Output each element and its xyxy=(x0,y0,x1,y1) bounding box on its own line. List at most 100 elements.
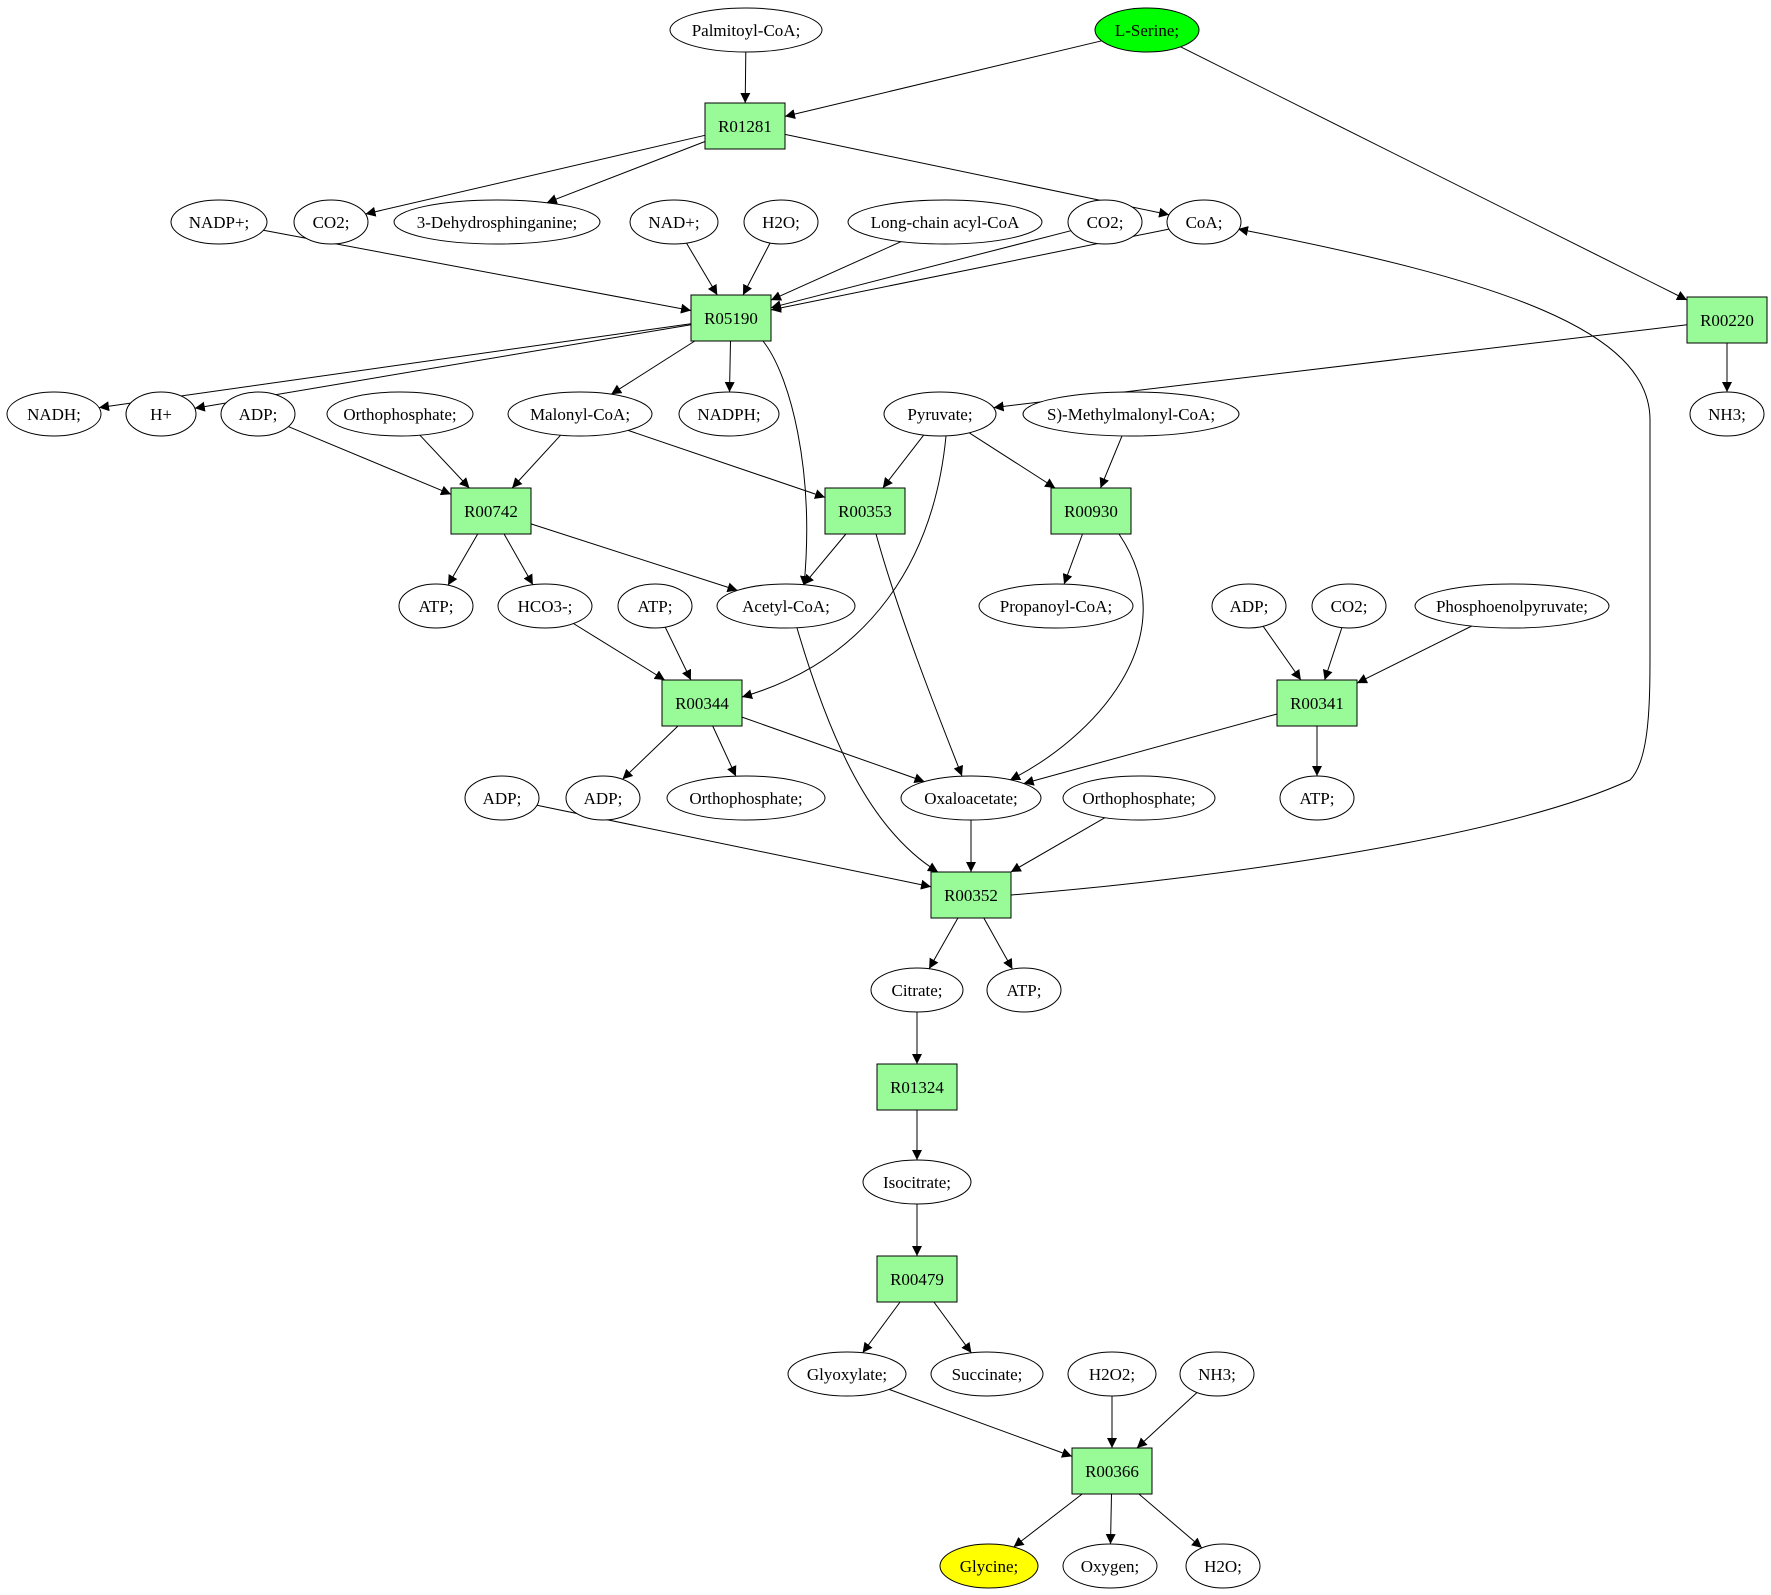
reaction-box xyxy=(704,102,786,150)
metabolite-node-pyruvate[interactable]: Pyruvate; xyxy=(883,391,997,437)
metabolite-node-dehydrosphinganine[interactable]: 3-Dehydrosphinganine; xyxy=(393,199,601,245)
metabolite-node-citrate[interactable]: Citrate; xyxy=(870,967,964,1013)
metabolite-node-malonyl_coa[interactable]: Malonyl-CoA; xyxy=(507,391,653,437)
metabolite-node-l_serine[interactable]: L-Serine; xyxy=(1094,7,1200,53)
edge-r05190-to-nadh xyxy=(98,323,692,412)
metabolite-ellipse xyxy=(900,775,1042,821)
metabolite-node-long_chain_acyl_coa[interactable]: Long-chain acyl-CoA xyxy=(847,199,1043,245)
metabolite-node-methylmalonyl_coa[interactable]: S)-Methylmalonyl-CoA; xyxy=(1022,391,1240,437)
metabolite-node-oxaloacetate[interactable]: Oxaloacetate; xyxy=(900,775,1042,821)
metabolite-node-h2o_a[interactable]: H2O; xyxy=(743,199,819,245)
reaction-box xyxy=(1071,1447,1153,1495)
metabolite-ellipse xyxy=(883,391,997,437)
metabolite-label: ATP; xyxy=(638,597,673,616)
reaction-node-r00341[interactable]: R00341 xyxy=(1276,679,1358,727)
metabolite-node-adp_c[interactable]: ADP; xyxy=(464,775,540,821)
metabolite-node-atp_b[interactable]: ATP; xyxy=(617,583,693,629)
metabolite-node-nad[interactable]: NAD+; xyxy=(629,199,719,245)
metabolite-node-hco3[interactable]: HCO3-; xyxy=(497,583,593,629)
reaction-label: R05190 xyxy=(704,309,758,328)
metabolite-label: Orthophosphate; xyxy=(1082,789,1195,808)
reaction-node-r05190[interactable]: R05190 xyxy=(690,294,772,342)
metabolite-ellipse xyxy=(1211,583,1287,629)
metabolite-label: H2O2; xyxy=(1089,1365,1135,1384)
metabolite-label: ATP; xyxy=(419,597,454,616)
metabolite-node-succinate[interactable]: Succinate; xyxy=(930,1351,1044,1397)
metabolite-label: Propanoyl-CoA; xyxy=(1000,597,1112,616)
metabolite-node-h2o2[interactable]: H2O2; xyxy=(1067,1351,1157,1397)
metabolite-node-acetyl_coa[interactable]: Acetyl-CoA; xyxy=(716,583,856,629)
metabolite-node-isocitrate[interactable]: Isocitrate; xyxy=(862,1159,972,1205)
metabolite-label: CO2; xyxy=(1087,213,1124,232)
metabolite-node-orthophosphate_b[interactable]: Orthophosphate; xyxy=(666,775,826,821)
edge-acetyl_coa-to-r00352 xyxy=(796,627,939,873)
edge-r01281-to-dehydrosphinganine xyxy=(546,141,706,204)
edge-r05190-to-h_plus xyxy=(194,324,692,412)
reaction-label: R00353 xyxy=(838,502,892,521)
metabolite-node-orthophosphate_c[interactable]: Orthophosphate; xyxy=(1062,775,1216,821)
metabolite-ellipse xyxy=(1185,1543,1261,1589)
metabolite-label: Succinate; xyxy=(952,1365,1023,1384)
metabolite-node-h2o_b[interactable]: H2O; xyxy=(1185,1543,1261,1589)
metabolite-label: 3-Dehydrosphinganine; xyxy=(417,213,578,232)
metabolite-node-nadp[interactable]: NADP+; xyxy=(170,199,268,245)
metabolite-node-coa[interactable]: CoA; xyxy=(1166,199,1242,245)
reaction-node-r01324[interactable]: R01324 xyxy=(876,1063,958,1111)
metabolite-label: ADP; xyxy=(584,789,623,808)
reaction-node-r00366[interactable]: R00366 xyxy=(1071,1447,1153,1495)
metabolite-label: NADP+; xyxy=(189,213,250,232)
edge-nh3_b-to-r00366 xyxy=(1136,1392,1198,1449)
reaction-node-r00742[interactable]: R00742 xyxy=(450,487,532,535)
metabolite-node-atp_d[interactable]: ATP; xyxy=(986,967,1062,1013)
metabolite-node-pep[interactable]: Phosphoenolpyruvate; xyxy=(1414,583,1610,629)
metabolite-node-nadh[interactable]: NADH; xyxy=(6,391,102,437)
edge-r00366-to-h2o_b xyxy=(1138,1493,1203,1549)
metabolite-node-palmitoyl_coa[interactable]: Palmitoyl-CoA; xyxy=(669,7,823,53)
metabolite-node-co2_a[interactable]: CO2; xyxy=(293,199,369,245)
metabolite-ellipse xyxy=(669,7,823,53)
metabolite-label: Pyruvate; xyxy=(907,405,972,424)
reaction-node-r00344[interactable]: R00344 xyxy=(661,679,743,727)
edge-long_chain_acyl_coa-to-r05190 xyxy=(770,241,902,301)
metabolite-node-nh3_b[interactable]: NH3; xyxy=(1179,1351,1255,1397)
metabolite-node-orthophosphate_a[interactable]: Orthophosphate; xyxy=(326,391,474,437)
metabolite-node-co2_b[interactable]: CO2; xyxy=(1067,199,1143,245)
metabolite-node-nadph[interactable]: NADPH; xyxy=(678,391,780,437)
reaction-node-r00220[interactable]: R00220 xyxy=(1686,296,1768,344)
reaction-node-r00352[interactable]: R00352 xyxy=(930,871,1012,919)
edge-r00352-to-atp_d xyxy=(983,917,1013,970)
metabolite-node-propanoyl_coa[interactable]: Propanoyl-CoA; xyxy=(978,583,1134,629)
metabolite-ellipse xyxy=(1022,391,1240,437)
metabolite-ellipse xyxy=(862,1159,972,1205)
reaction-label: R00742 xyxy=(464,502,518,521)
reaction-box xyxy=(661,679,743,727)
metabolite-node-atp_c[interactable]: ATP; xyxy=(1279,775,1355,821)
metabolite-label: CoA; xyxy=(1186,213,1223,232)
reaction-node-r01281[interactable]: R01281 xyxy=(704,102,786,150)
metabolite-node-h_plus[interactable]: H+ xyxy=(125,391,197,437)
metabolite-label: NH3; xyxy=(1198,1365,1236,1384)
edge-r00352-to-coa xyxy=(1010,226,1651,896)
metabolite-label: Palmitoyl-CoA; xyxy=(692,21,801,40)
metabolite-node-adp_a[interactable]: ADP; xyxy=(220,391,296,437)
metabolite-label: L-Serine; xyxy=(1115,21,1179,40)
reaction-node-r00479[interactable]: R00479 xyxy=(876,1255,958,1303)
metabolite-node-co2_c[interactable]: CO2; xyxy=(1311,583,1387,629)
metabolite-label: Long-chain acyl-CoA xyxy=(871,213,1020,232)
reaction-node-r00353[interactable]: R00353 xyxy=(824,487,906,535)
metabolite-node-glyoxylate[interactable]: Glyoxylate; xyxy=(787,1351,907,1397)
metabolite-node-adp_d[interactable]: ADP; xyxy=(565,775,641,821)
reaction-node-r00930[interactable]: R00930 xyxy=(1050,487,1132,535)
metabolite-ellipse xyxy=(939,1543,1039,1589)
metabolite-node-oxygen[interactable]: Oxygen; xyxy=(1062,1543,1158,1589)
metabolite-label: ADP; xyxy=(239,405,278,424)
metabolite-ellipse xyxy=(293,199,369,245)
metabolite-ellipse xyxy=(393,199,601,245)
metabolite-node-atp_a[interactable]: ATP; xyxy=(398,583,474,629)
metabolite-node-glycine[interactable]: Glycine; xyxy=(939,1543,1039,1589)
metabolite-ellipse xyxy=(666,775,826,821)
metabolite-node-nh3_a[interactable]: NH3; xyxy=(1689,391,1765,437)
metabolite-node-adp_b[interactable]: ADP; xyxy=(1211,583,1287,629)
